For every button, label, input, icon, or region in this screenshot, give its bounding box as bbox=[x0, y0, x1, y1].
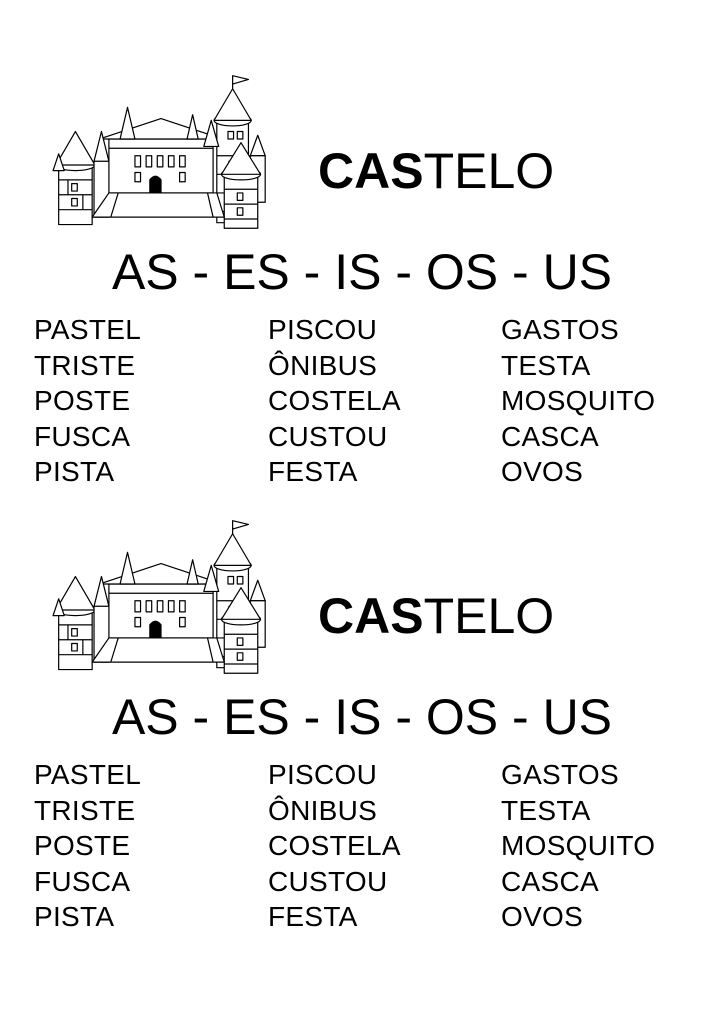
syllable-text: AS - ES - IS - OS - US bbox=[111, 244, 613, 300]
word-item: GASTOS bbox=[501, 314, 619, 345]
title-bold-part: CAS bbox=[318, 143, 424, 199]
castle-icon bbox=[52, 520, 266, 674]
word-column-2: PISCOU ÔNIBUS COSTELA CUSTOU FESTA bbox=[268, 757, 401, 935]
word-column-1: PASTEL TRISTE POSTE FUSCA PISTA bbox=[34, 757, 141, 935]
word-item: MOSQUITO bbox=[501, 830, 656, 861]
word-column-2: PISCOU ÔNIBUS COSTELA CUSTOU FESTA bbox=[268, 312, 401, 490]
word-item: FUSCA bbox=[34, 865, 131, 897]
word-item: POSTE bbox=[34, 385, 131, 416]
word-item: POSTE bbox=[34, 830, 131, 861]
word-item: PISCOU bbox=[268, 314, 378, 345]
word-item: TESTA bbox=[501, 794, 591, 826]
word-item: CASCA bbox=[501, 865, 599, 897]
word-item: PISTA bbox=[34, 901, 115, 932]
title-rest-part: TELO bbox=[423, 143, 555, 199]
castle-icon bbox=[52, 75, 266, 229]
syllable-row: AS - ES - IS - OS - US bbox=[0, 247, 724, 297]
title-rest-part: TELO bbox=[423, 588, 555, 644]
word-item: OVOS bbox=[501, 456, 584, 487]
word-item: OVOS bbox=[501, 901, 584, 932]
word-item: CUSTOU bbox=[268, 865, 388, 897]
word-item: FESTA bbox=[268, 901, 358, 932]
word-column-1: PASTEL TRISTE POSTE FUSCA PISTA bbox=[34, 312, 141, 490]
word-item: PISCOU bbox=[268, 759, 378, 790]
page-title: CASTELO bbox=[318, 146, 554, 196]
word-item: PASTEL bbox=[34, 314, 142, 345]
word-item: ÔNIBUS bbox=[268, 349, 378, 381]
word-grid: PASTEL TRISTE POSTE FUSCA PISTA PISCOU Ô… bbox=[0, 757, 724, 937]
word-column-3: GASTOS TESTA MOSQUITO CASCA OVOS bbox=[501, 757, 655, 935]
syllable-row: AS - ES - IS - OS - US bbox=[0, 692, 724, 742]
word-item: FUSCA bbox=[34, 420, 131, 452]
word-grid: PASTEL TRISTE POSTE FUSCA PISTA PISCOU Ô… bbox=[0, 312, 724, 492]
page-title: CASTELO bbox=[318, 591, 554, 641]
word-item: COSTELA bbox=[268, 830, 401, 861]
word-item: TRISTE bbox=[34, 349, 136, 381]
word-item: COSTELA bbox=[268, 385, 401, 416]
word-item: FESTA bbox=[268, 456, 358, 487]
word-item: PISTA bbox=[34, 456, 115, 487]
word-item: ÔNIBUS bbox=[268, 794, 378, 826]
word-column-3: GASTOS TESTA MOSQUITO CASCA OVOS bbox=[501, 312, 655, 490]
word-item: GASTOS bbox=[501, 759, 619, 790]
word-item: TESTA bbox=[501, 349, 591, 381]
castle-card-top: CASTELO AS - ES - IS - OS - US PASTEL TR… bbox=[0, 72, 724, 492]
word-item: PASTEL bbox=[34, 759, 142, 790]
word-item: MOSQUITO bbox=[501, 385, 656, 416]
castle-card-bottom: CASTELO AS - ES - IS - OS - US PASTEL TR… bbox=[0, 517, 724, 937]
word-item: TRISTE bbox=[34, 794, 136, 826]
word-item: CASCA bbox=[501, 420, 599, 452]
word-item: CUSTOU bbox=[268, 420, 388, 452]
syllable-text: AS - ES - IS - OS - US bbox=[111, 689, 613, 745]
title-bold-part: CAS bbox=[318, 588, 424, 644]
